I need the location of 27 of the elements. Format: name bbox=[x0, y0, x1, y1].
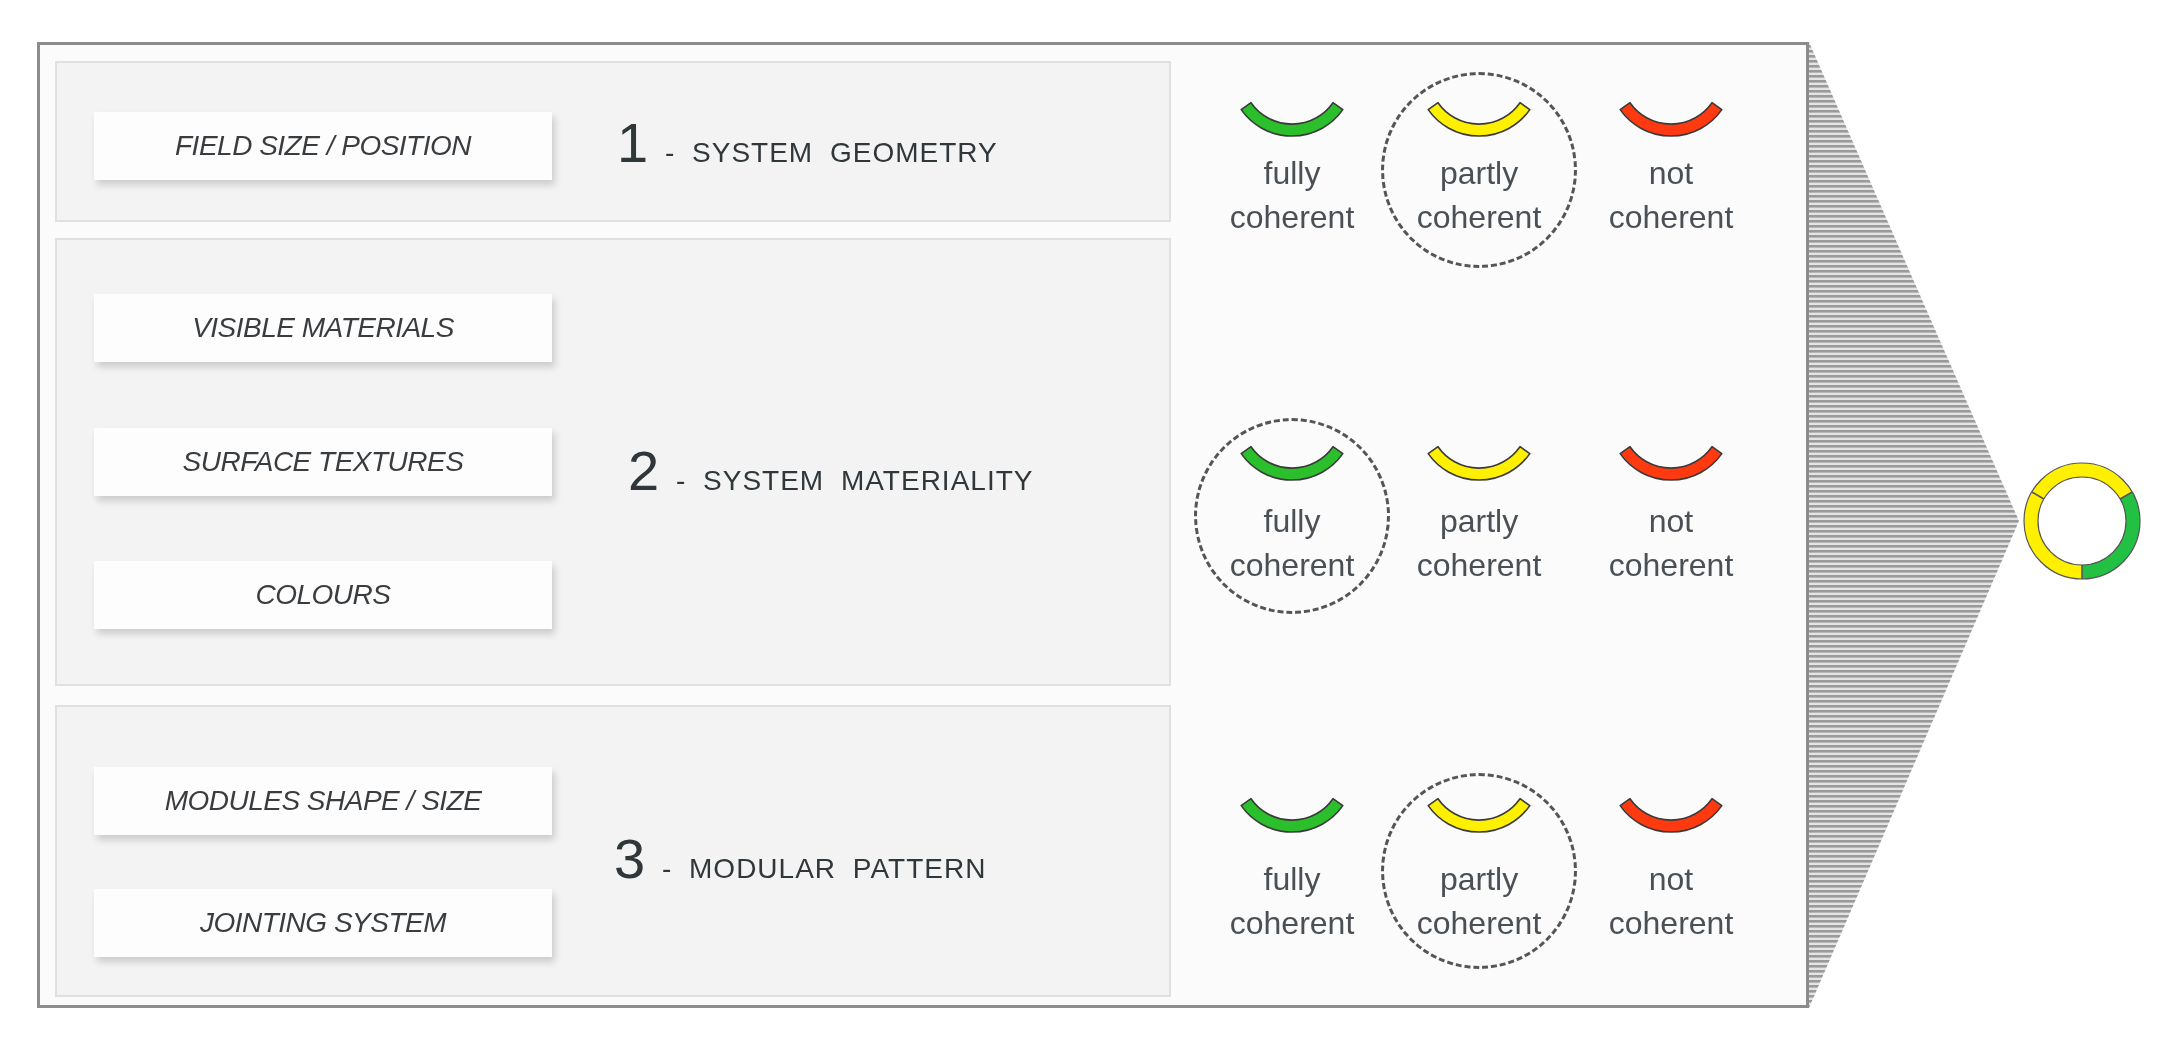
rating-label: partly coherent bbox=[1416, 154, 1542, 237]
section-panel bbox=[55, 705, 1171, 997]
criterion-card: SURFACE TEXTURES bbox=[94, 428, 552, 496]
section-heading: 3 - MODULAR PATTERN bbox=[614, 829, 987, 889]
selection-circle bbox=[1194, 417, 1390, 614]
section-panel bbox=[55, 61, 1171, 222]
rating-label: partly coherent bbox=[1416, 860, 1542, 943]
rating-label: fully coherent bbox=[1229, 860, 1355, 943]
rating-label: partly coherent bbox=[1416, 502, 1542, 585]
rating-ring bbox=[2023, 462, 2141, 580]
funnel-arrow bbox=[1809, 42, 2019, 1008]
criterion-card: FIELD SIZE / POSITION bbox=[94, 112, 552, 180]
section-heading: 2 - SYSTEM MATERIALITY bbox=[628, 441, 1034, 501]
rating-label: not coherent bbox=[1608, 154, 1734, 237]
criterion-card: VISIBLE MATERIALS bbox=[94, 294, 552, 362]
criterion-card: MODULES SHAPE / SIZE bbox=[94, 767, 552, 835]
criterion-card: JOINTING SYSTEM bbox=[94, 889, 552, 957]
rating-label: fully coherent bbox=[1229, 502, 1355, 585]
rating-label: not coherent bbox=[1608, 860, 1734, 943]
selection-circle bbox=[1381, 71, 1577, 268]
section-panel bbox=[55, 238, 1171, 686]
criterion-card: COLOURS bbox=[94, 561, 552, 629]
rating-label: fully coherent bbox=[1229, 154, 1355, 237]
selection-circle bbox=[1381, 772, 1577, 969]
section-heading: 1 - SYSTEM GEOMETRY bbox=[617, 113, 998, 173]
outer-frame bbox=[37, 42, 1809, 1008]
rating-label: not coherent bbox=[1608, 502, 1734, 585]
